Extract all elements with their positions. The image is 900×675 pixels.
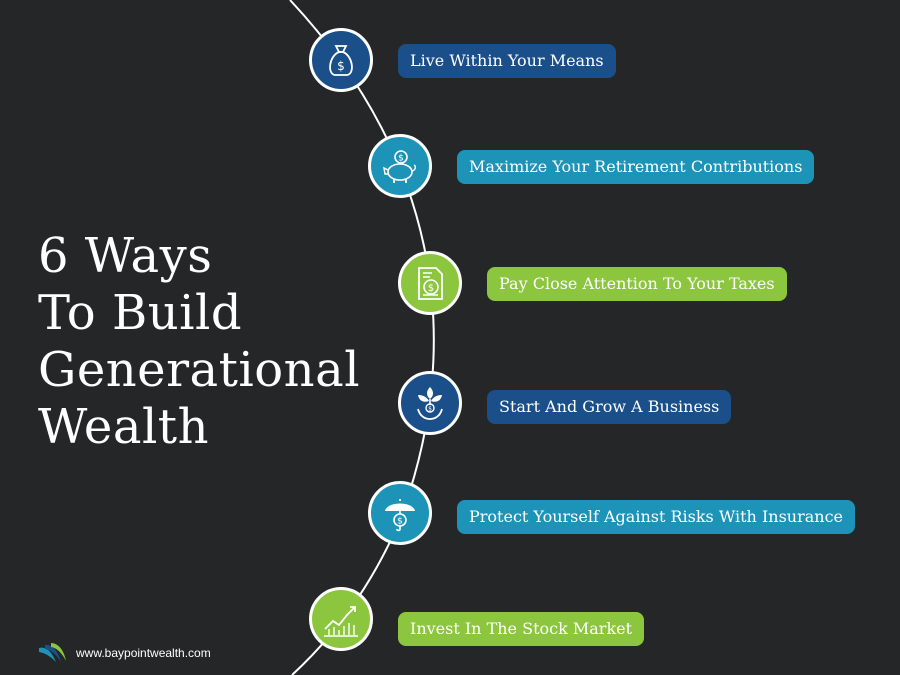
svg-text:$: $ bbox=[337, 59, 345, 73]
money-bag-icon: $ bbox=[329, 45, 353, 76]
step-2-circle: $ bbox=[368, 134, 432, 198]
piggy-bank-icon: $ bbox=[383, 150, 416, 183]
step-3-label: Pay Close Attention To Your Taxes bbox=[487, 267, 787, 301]
step-3-circle: $ bbox=[398, 251, 462, 315]
step-4-circle: $ bbox=[398, 371, 462, 435]
title-line-4: Wealth bbox=[38, 399, 209, 455]
footer: www.baypointwealth.com bbox=[38, 640, 211, 666]
step-1-label: Live Within Your Means bbox=[398, 44, 616, 78]
tax-document-icon: $ bbox=[418, 267, 443, 300]
growing-plant-icon: $ bbox=[417, 387, 443, 420]
svg-text:$: $ bbox=[398, 154, 404, 164]
step-1-circle: $ bbox=[309, 28, 373, 92]
umbrella-dollar-icon: $ bbox=[385, 499, 415, 532]
footer-url[interactable]: www.baypointwealth.com bbox=[76, 646, 211, 660]
title-line-2: To Build bbox=[38, 285, 243, 341]
step-5-label: Protect Yourself Against Risks With Insu… bbox=[457, 500, 855, 534]
svg-text:$: $ bbox=[397, 517, 403, 527]
svg-text:$: $ bbox=[428, 283, 434, 294]
step-6-circle bbox=[309, 587, 373, 651]
step-4-label: Start And Grow A Business bbox=[487, 390, 732, 424]
baypoint-logo-icon bbox=[39, 643, 66, 662]
page-title: 6 Ways To Build Generational Wealth bbox=[38, 228, 360, 456]
title-line-1: 6 Ways bbox=[38, 228, 213, 284]
step-6-label: Invest In The Stock Market bbox=[398, 612, 645, 646]
step-2-label: Maximize Your Retirement Contributions bbox=[457, 150, 815, 184]
title-line-3: Generational bbox=[38, 342, 361, 398]
stock-chart-icon bbox=[324, 606, 358, 637]
step-5-circle: $ bbox=[368, 481, 432, 545]
svg-text:$: $ bbox=[428, 406, 432, 413]
